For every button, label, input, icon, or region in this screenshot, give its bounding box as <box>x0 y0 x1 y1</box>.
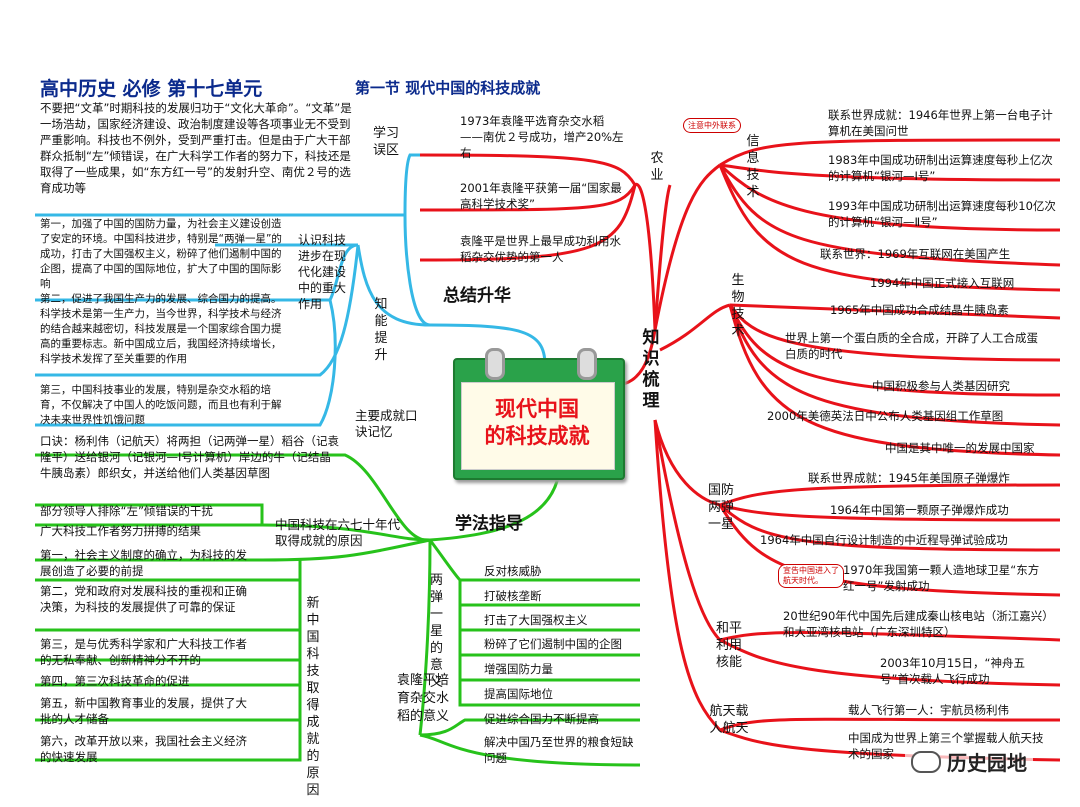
reason-1: 第一，社会主义制度的确立，为科技的发展创造了必要的前提 <box>40 548 247 578</box>
branch-summary: 总结升华 <box>443 286 511 306</box>
bio-1: 1965年中国成功合成结晶牛胰岛素 <box>830 303 1009 317</box>
bio-label: 生物技术 <box>731 273 745 339</box>
it-4: 联系世界：1969年互联网在美国产生 <box>820 247 1011 261</box>
defense-1: 联系世界成就：1945年美国原子弹爆炸 <box>808 471 1010 485</box>
center-title-line1: 现代中国 <box>495 397 579 421</box>
center-title-line2: 的科技成就 <box>484 424 590 448</box>
defense-3: 1964年中国自行设计制造的中近程导弹试验成功 <box>760 533 1008 547</box>
point-1: 第一，加强了中国的国防力量，为社会主义建设创造了安定的环境。中国科技进步，特别是… <box>40 218 282 290</box>
agri-3: 袁隆平是世界上最早成功利用水稻杂交优势的第一人 <box>460 234 621 264</box>
reason-3: 第三，是与优秀科学家和广大科技工作者的无私奉献、创新精神分不开的 <box>40 637 247 667</box>
it-2: 1983年中国成功研制出运算速度每秒上亿次的计算机“银河—Ⅰ号” <box>828 153 1053 183</box>
reason-2: 第二，党和政府对发展科技的重视和正确决策，为科技的发展提供了可靠的保证 <box>40 584 247 614</box>
it-3: 1993年中国成功研制出运算速度每秒10亿次的计算机“银河—Ⅱ号” <box>828 199 1056 229</box>
bomb-4: 粉碎了它们遏制中国的企图 <box>484 637 622 651</box>
bio-2: 世界上第一个蛋白质的全合成，开辟了人工合成蛋白质的时代 <box>785 331 1038 361</box>
it-1: 联系世界成就：1946年世界上第一台电子计算机在美国问世 <box>828 108 1053 138</box>
point-2: 第二，促进了我国生产力的发展、综合国力的提高。科学技术是第一生产力，当今世界，科… <box>40 293 282 365</box>
it-note: 注意中外联系 <box>683 118 741 133</box>
reason6070-label: 中国科技在六七十年代取得成就的原因 <box>275 517 401 548</box>
defense-2: 1964年中国第一颗原子弹爆炸成功 <box>830 503 1009 517</box>
line-mistake <box>35 213 431 327</box>
defense-note: 宣告中国进入了航天时代。 <box>778 564 844 588</box>
rice-label: 袁隆平培育杂交水稻的意义 <box>397 673 450 724</box>
reasons-label: 新中国科技取得成就的原因 <box>306 596 320 798</box>
section-title: 第一节 现代中国的科技成就 <box>355 79 541 97</box>
page-title: 高中历史 必修 第十七单元 <box>40 78 263 100</box>
rice-1: 促进综合国力不断提高 <box>484 712 599 726</box>
reason-5: 第五，新中国教育事业的发展，提供了大批的人才储备 <box>40 696 247 726</box>
bomb-5: 增强国防力量 <box>484 662 553 676</box>
agri-1: 1973年袁隆平选育杂交水稻——南优２号成功，增产20%左右 <box>460 114 624 160</box>
reason-4: 第四，第三次科技革命的促进 <box>40 674 190 688</box>
bomb-6: 提高国际地位 <box>484 687 553 701</box>
bomb-3: 打击了大国强权主义 <box>484 613 588 627</box>
bio-5: 中国是其中唯一的发展中国家 <box>885 441 1035 455</box>
it-5: 1994年中国正式接入互联网 <box>870 276 1015 290</box>
mistake-label: 学习误区 <box>372 126 399 158</box>
space-label: 航天载人航天 <box>709 704 749 736</box>
watermark: 历史园地 <box>905 745 1033 778</box>
memory-label: 主要成就口诀记忆 <box>355 408 418 439</box>
defense-label: 国防两弹一星 <box>707 483 734 532</box>
branch-method: 学法指导 <box>455 514 523 534</box>
chat-bubble-icon <box>911 750 941 773</box>
it-label: 信息技术 <box>746 134 760 200</box>
space-2: 载人飞行第一人：宇航员杨利伟 <box>848 703 1009 717</box>
center-board: 现代中国 的科技成就 <box>453 348 625 480</box>
defense-4: 1970年我国第一颗人造地球卫星“东方红一号”发射成功 <box>843 563 1040 593</box>
agri-2: 2001年袁隆平获第一届“国家最高科学技术奖” <box>460 181 622 211</box>
bomb-1: 反对核威胁 <box>484 564 542 578</box>
rice-2: 解决中国乃至世界的粮食短缺问题 <box>484 735 634 765</box>
mistake-text: 不要把“文革”时期科技的发展归功于“文化大革命”。“文革”是一场浩劫，国家经济建… <box>40 101 352 195</box>
reason-6: 第六，改革开放以来，我国社会主义经济的快速发展 <box>40 734 247 764</box>
point-3: 第三，中国科技事业的发展，特别是杂交水稻的培育，不仅解决了中国人的吃饭问题，而且… <box>40 384 282 426</box>
binder-ring-right <box>577 348 597 380</box>
branch-knowledge: 知识梳理 <box>642 328 660 411</box>
memory-text: 口诀：杨利伟（记航天）将两担（记两弹一星）稻谷（记袁隆平）送给银河（记银河—Ⅰ号… <box>40 434 339 480</box>
ability-label: 知能提升 <box>374 297 388 363</box>
bio-4: 2000年美德英法日中公布人类基因组工作草图 <box>767 409 1004 423</box>
reason6070-2: 广大科技工作者努力拼搏的结果 <box>40 524 201 538</box>
bio-3: 中国积极参与人类基因研究 <box>872 379 1010 393</box>
nuclear-1: 20世纪90年代中国先后建成秦山核电站（浙江嘉兴）和大亚湾核电站（广东深圳特区） <box>783 609 1049 639</box>
reason6070-1: 部分领导人排除“左”倾错误的干扰 <box>40 504 213 518</box>
understand-label: 认识科技进步在现代化建设中的重大作用 <box>298 233 347 311</box>
space-1: 2003年10月15日，“神舟五号”首次载人飞行成功 <box>880 656 1025 686</box>
nuclear-label: 和平利用核能 <box>715 621 742 670</box>
bomb-label: 两弹一星的意义 <box>430 573 444 690</box>
space-3: 中国成为世界上第三个掌握载人航天技术的国家 <box>848 731 1044 761</box>
agri-label: 农业 <box>650 151 664 183</box>
bomb-2: 打破核垄断 <box>484 589 542 603</box>
binder-ring-left <box>485 348 505 380</box>
